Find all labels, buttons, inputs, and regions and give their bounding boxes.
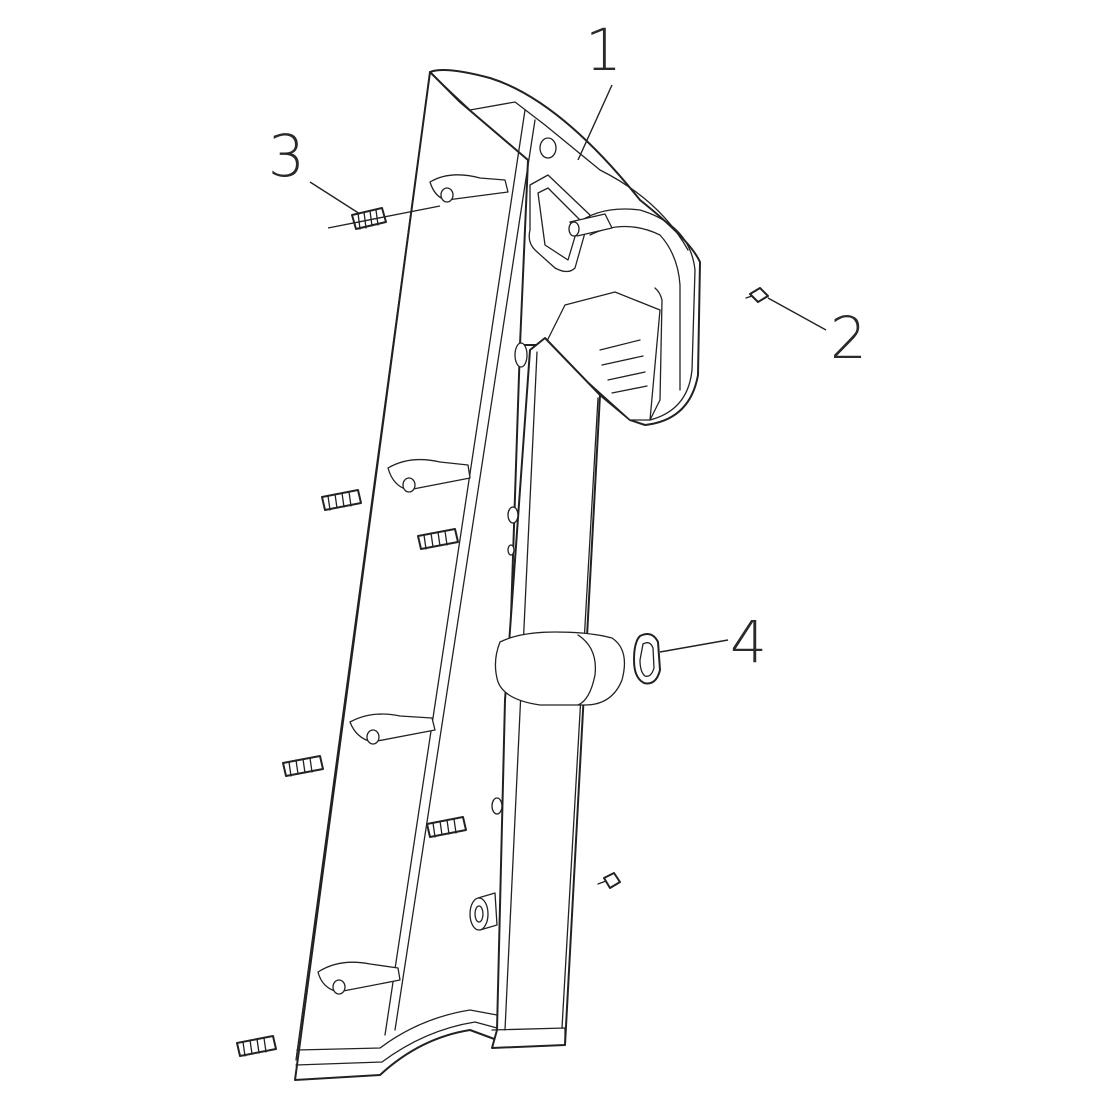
cover-left-plank-rail xyxy=(384,109,526,1036)
screw-2-bottom xyxy=(597,872,621,889)
snap-pin-3 xyxy=(417,528,459,550)
cover-left-plank-inner-edge xyxy=(295,71,431,1061)
cover-bracket-lip xyxy=(649,287,663,421)
cover-top-window-inner xyxy=(537,187,581,261)
snap-pin-2 xyxy=(321,489,362,511)
cover-bottom-edge xyxy=(296,1009,498,1051)
snap-pin-5 xyxy=(426,816,467,838)
channel-lower-boss xyxy=(469,892,498,931)
callout-4: 4 xyxy=(730,608,767,676)
rear-channel-edge-2 xyxy=(561,397,599,1029)
cover-shelf-slot-2 xyxy=(601,355,644,366)
leader-line-3 xyxy=(309,181,361,215)
snap-pin-6 xyxy=(236,1035,277,1057)
mounting-tab-2 xyxy=(387,458,471,493)
cover-left-plank-rail-2 xyxy=(394,119,536,1031)
leader-line-3b xyxy=(327,205,441,229)
cover-top-boss xyxy=(539,137,557,159)
mounting-tab-3 xyxy=(349,713,436,745)
screw-2-top xyxy=(745,287,769,303)
callout-2: 2 xyxy=(830,304,867,372)
cover-shelf-slot-3 xyxy=(607,371,646,381)
rear-channel-foot xyxy=(491,1027,566,1046)
mounting-tab-1 xyxy=(429,174,509,203)
grommet-part xyxy=(633,633,661,685)
leader-line-4 xyxy=(659,639,729,653)
rear-channel xyxy=(469,337,626,1049)
channel-boss-3 xyxy=(491,797,503,815)
callout-1: 1 xyxy=(585,16,622,84)
cover-bottom-edge-2 xyxy=(295,1021,498,1066)
cover-shelf-slot-4 xyxy=(611,385,648,394)
mounting-tab-4 xyxy=(317,961,401,995)
cover-hinge-boss xyxy=(514,342,528,368)
cover-shelf-slot-1 xyxy=(599,339,641,351)
leader-line-1 xyxy=(577,84,613,161)
channel-boss-1 xyxy=(507,506,519,524)
leader-line-2 xyxy=(767,297,827,331)
snap-pin-4 xyxy=(282,755,324,777)
cover-top-window xyxy=(528,174,591,273)
cover-bracket-outer xyxy=(574,208,696,421)
channel-boss-2 xyxy=(507,544,515,556)
grommet-socket xyxy=(494,631,626,706)
cover-top-inner-lip xyxy=(437,79,689,251)
cover-panel xyxy=(294,69,701,1081)
callout-3: 3 xyxy=(268,122,305,190)
snap-pin-1 xyxy=(351,207,387,230)
bracket-pin-end xyxy=(568,221,580,237)
